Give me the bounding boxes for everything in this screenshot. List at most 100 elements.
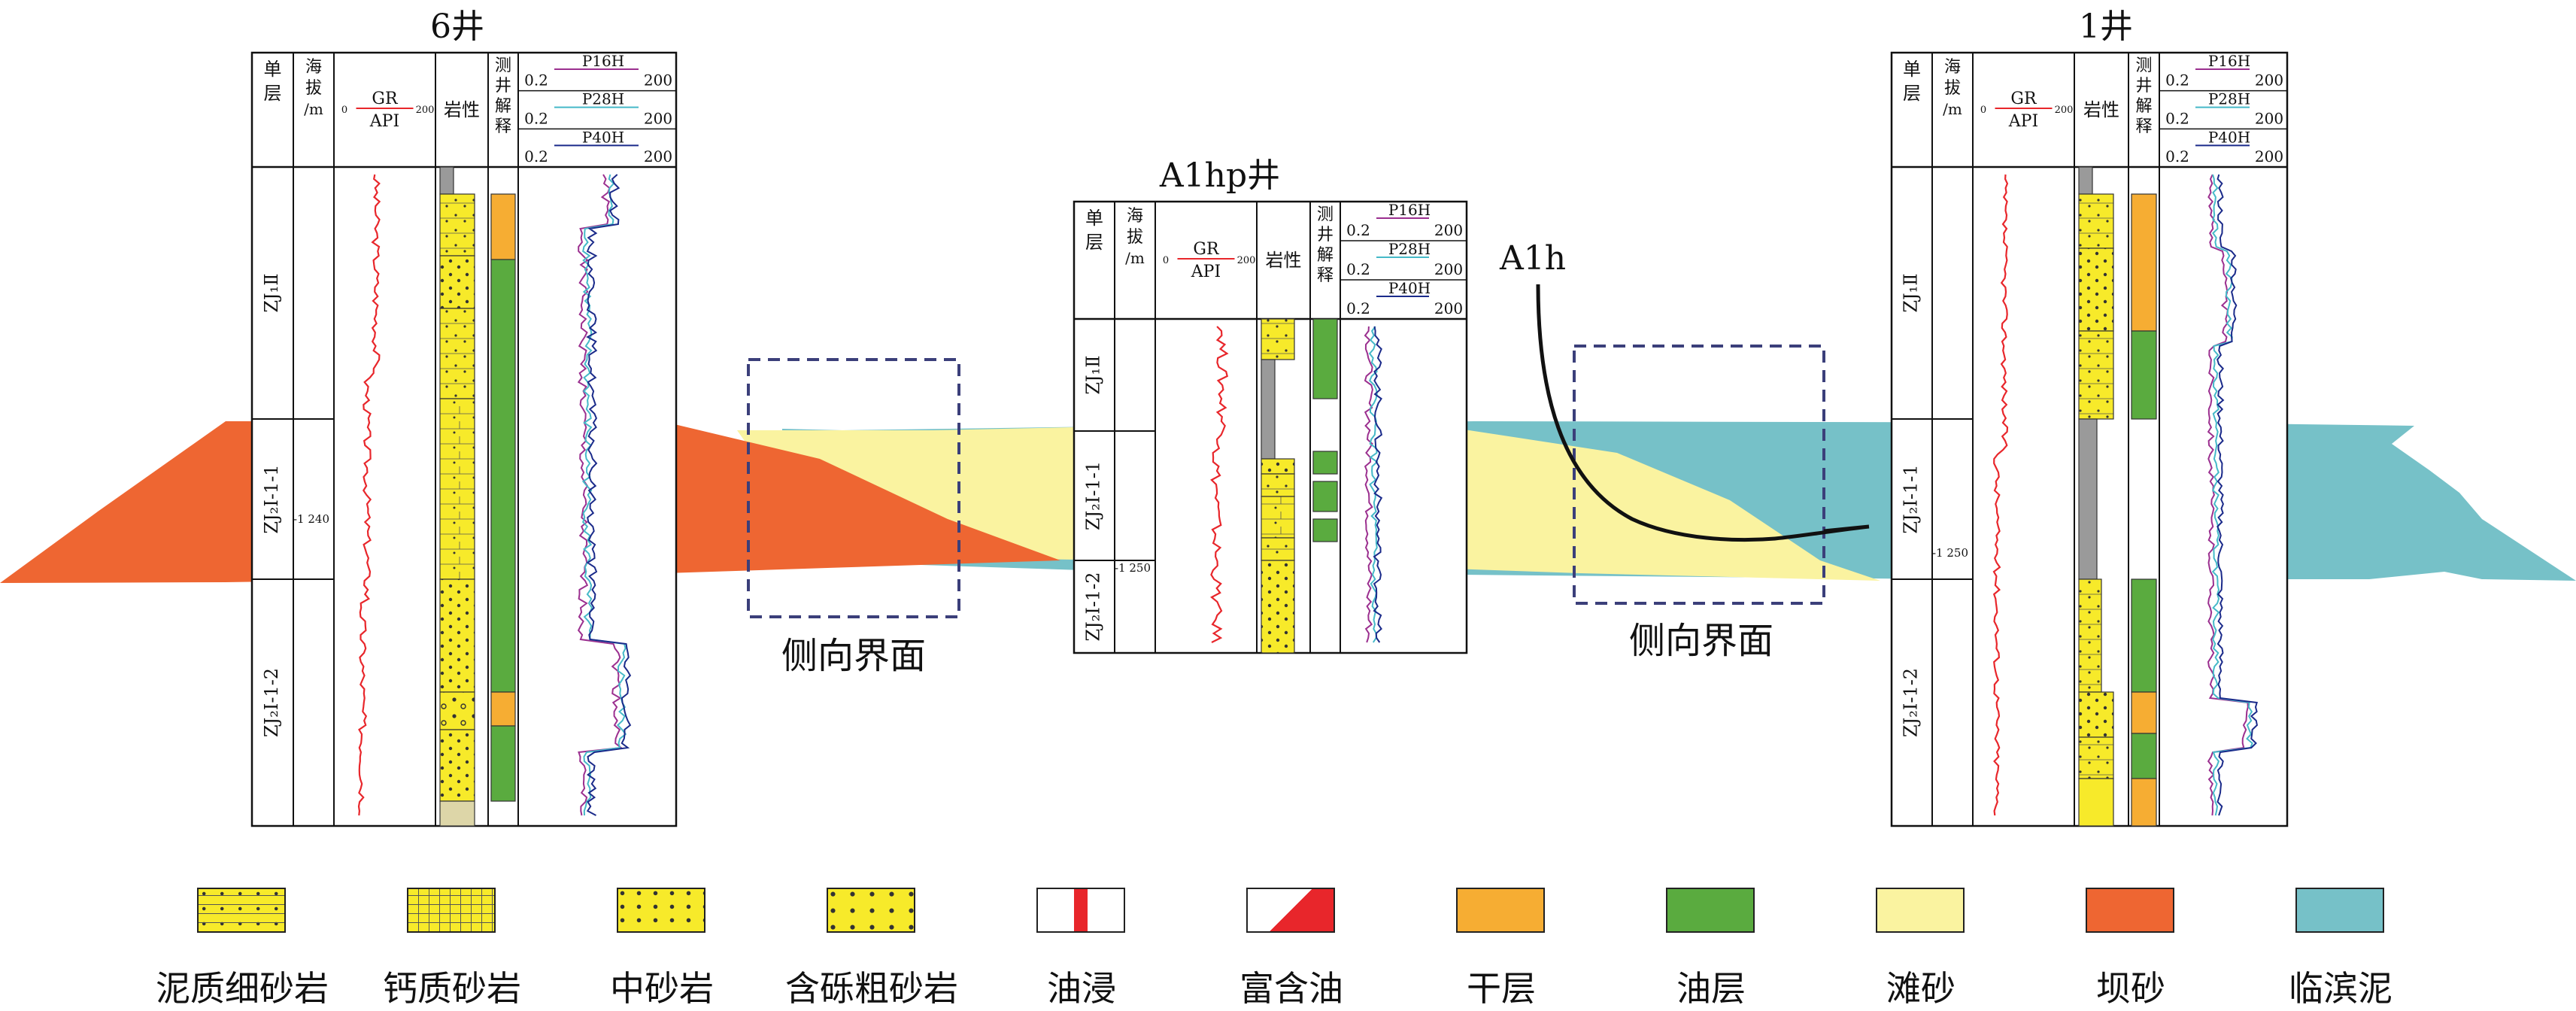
legend-label: 干层 [1467,968,1536,1009]
layer-label: ZJ₂Ⅰ-1-2 [1083,572,1104,641]
lithology-header: 岩性 [444,99,480,120]
interp-segment [490,193,516,260]
interp-header-char: 释 [1317,266,1334,285]
lithology-segment [1261,318,1295,360]
curve-name: P40H [582,128,624,146]
layer-label: ZJ₂Ⅰ-1-1 [1083,461,1104,530]
depth-label: -1 250 [1115,561,1151,575]
elevation-header-2: 拔 [305,79,322,98]
gr-curve-name: GR [2010,90,2037,108]
curve-min: 0.2 [2165,109,2189,127]
resistivity-curve [1364,326,1373,643]
curve-name: P40H [1388,279,1431,297]
curve-max: 200 [1434,299,1463,317]
curve-name: P28H [582,90,624,108]
elevation-header-2: 拔 [1944,79,1961,98]
layer-label: ZJ₂Ⅰ-1-2 [261,668,282,737]
elevation-header-1: 海 [1944,58,1961,77]
legend-swatch [2086,888,2174,933]
elevation-header-1: 海 [305,58,322,77]
interp-header-char: 测 [495,56,511,75]
layer-label: ZJ₁Ⅱ [1901,273,1922,312]
curve-min: 0.2 [2165,147,2189,165]
curve-name: P28H [1388,240,1431,258]
interp-header-char: 井 [1317,226,1334,244]
lithology-segment [439,166,454,195]
lateral-boundary-box-2 [1573,345,1825,605]
gr-unit: API [369,112,399,131]
resistivity-curve [1368,326,1379,643]
curve-min: 0.2 [1346,221,1370,239]
depth-label: -1 240 [293,512,329,526]
lithology-segment [439,691,475,730]
interp-header-char: 井 [495,77,511,96]
lateral-boundary-label-2: 侧向界面 [1629,620,1773,662]
curve-name: P28H [2208,90,2250,108]
curve-name: P40H [2208,128,2250,146]
gr-unit: API [2008,112,2038,131]
legend-swatch [1036,888,1125,933]
curve-min: 0.2 [1346,299,1370,317]
interp-segment [2131,193,2157,332]
legend-swatch [1246,888,1335,933]
legend-label: 油浸 [1047,968,1116,1009]
legend-label: 中砂岩 [610,968,714,1009]
lithology-segment [439,729,475,802]
curve-max: 200 [644,147,672,165]
layer-header: 单 [264,59,282,80]
layer-header-2: 层 [264,83,282,104]
interp-header-char: 井 [2135,77,2152,96]
lateral-boundary-box-1 [747,358,960,618]
layer-header: 单 [1903,59,1921,80]
curve-max: 200 [1434,221,1463,239]
legend-swatch [1456,888,1545,933]
elevation-header-1: 海 [1127,207,1143,226]
legend-label: 滩砂 [1886,968,1956,1009]
interp-header-char: 测 [1317,205,1334,224]
layer-header-2: 层 [1903,83,1921,104]
horizontal-well-label: A1h [1499,239,1566,278]
depth-label: -1 250 [1932,546,1968,560]
gr-max: 200 [1237,255,1256,266]
gr-min: 0 [1980,105,1986,116]
lithology-segment [439,800,475,827]
interp-segment [1312,481,1338,512]
legend-label: 富含油 [1239,968,1343,1009]
interp-header-char: 测 [2135,56,2152,75]
lithology-segment [2078,330,2114,420]
lithology-segment [2078,193,2114,249]
annotations: 侧向界面侧向界面A1h [747,239,1870,677]
gr-unit: API [1191,263,1221,281]
gr-curve [357,174,381,816]
lithology-header: 岩性 [2083,99,2119,120]
lithology-segment [2078,736,2114,779]
curve-min: 0.2 [524,109,548,127]
resistivity-curve [581,174,627,816]
resistivity-curve [586,174,632,816]
layer-label: ZJ₁Ⅱ [261,273,282,312]
resistivity-curve [2207,174,2249,816]
lithology-segment [1261,560,1295,654]
curve-max: 200 [2255,71,2283,90]
layer-label: ZJ₂Ⅰ-1-1 [1901,464,1922,533]
lithology-segment [2078,691,2114,738]
legend-swatch [2295,888,2384,933]
layer-header: 单 [1085,208,1103,229]
lithology-segment [439,398,475,580]
legend-label: 油层 [1676,968,1746,1009]
legend-label: 钙质砂岩 [383,968,521,1009]
curve-min: 0.2 [524,147,548,165]
curve-max: 200 [644,71,672,90]
legend-swatch [617,888,705,933]
well-name: 1井 [2079,8,2133,46]
interp-segment [1312,518,1338,542]
lithology-segment [2078,578,2102,693]
gr-min: 0 [341,105,347,116]
legend-item: 临滨泥 [2289,888,2491,1009]
gr-max: 200 [2055,105,2074,116]
layer-label: ZJ₂Ⅰ-1-2 [1901,668,1922,737]
interp-segment [2131,578,2157,693]
